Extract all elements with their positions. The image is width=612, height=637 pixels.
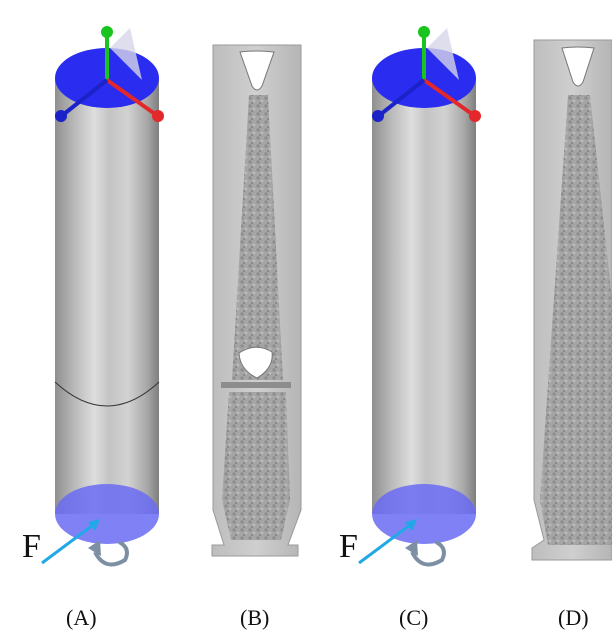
panel-label-d: (D) [558, 605, 589, 630]
panel-d-section [531, 39, 612, 561]
bottom-face-a [55, 484, 159, 544]
force-label-a: F [22, 528, 41, 565]
moment-arrow-icon [88, 540, 129, 567]
panel-b-section [211, 44, 302, 557]
panel-label-c: (C) [399, 605, 429, 630]
axis-gizmo-icon [55, 26, 164, 122]
force-label-c: F [339, 528, 358, 565]
panel-label-b: (B) [240, 605, 270, 630]
force-arrow-icon [358, 519, 417, 565]
partition-line-a [54, 381, 160, 407]
bottom-face-c [372, 484, 476, 544]
panel-label-a: (A) [66, 605, 97, 630]
panel-a-cylinder [41, 26, 164, 567]
moment-arrow-icon [405, 540, 446, 567]
force-arrow-icon [41, 519, 100, 565]
axis-gizmo-icon [372, 26, 481, 122]
panel-c-cylinder [358, 26, 481, 567]
